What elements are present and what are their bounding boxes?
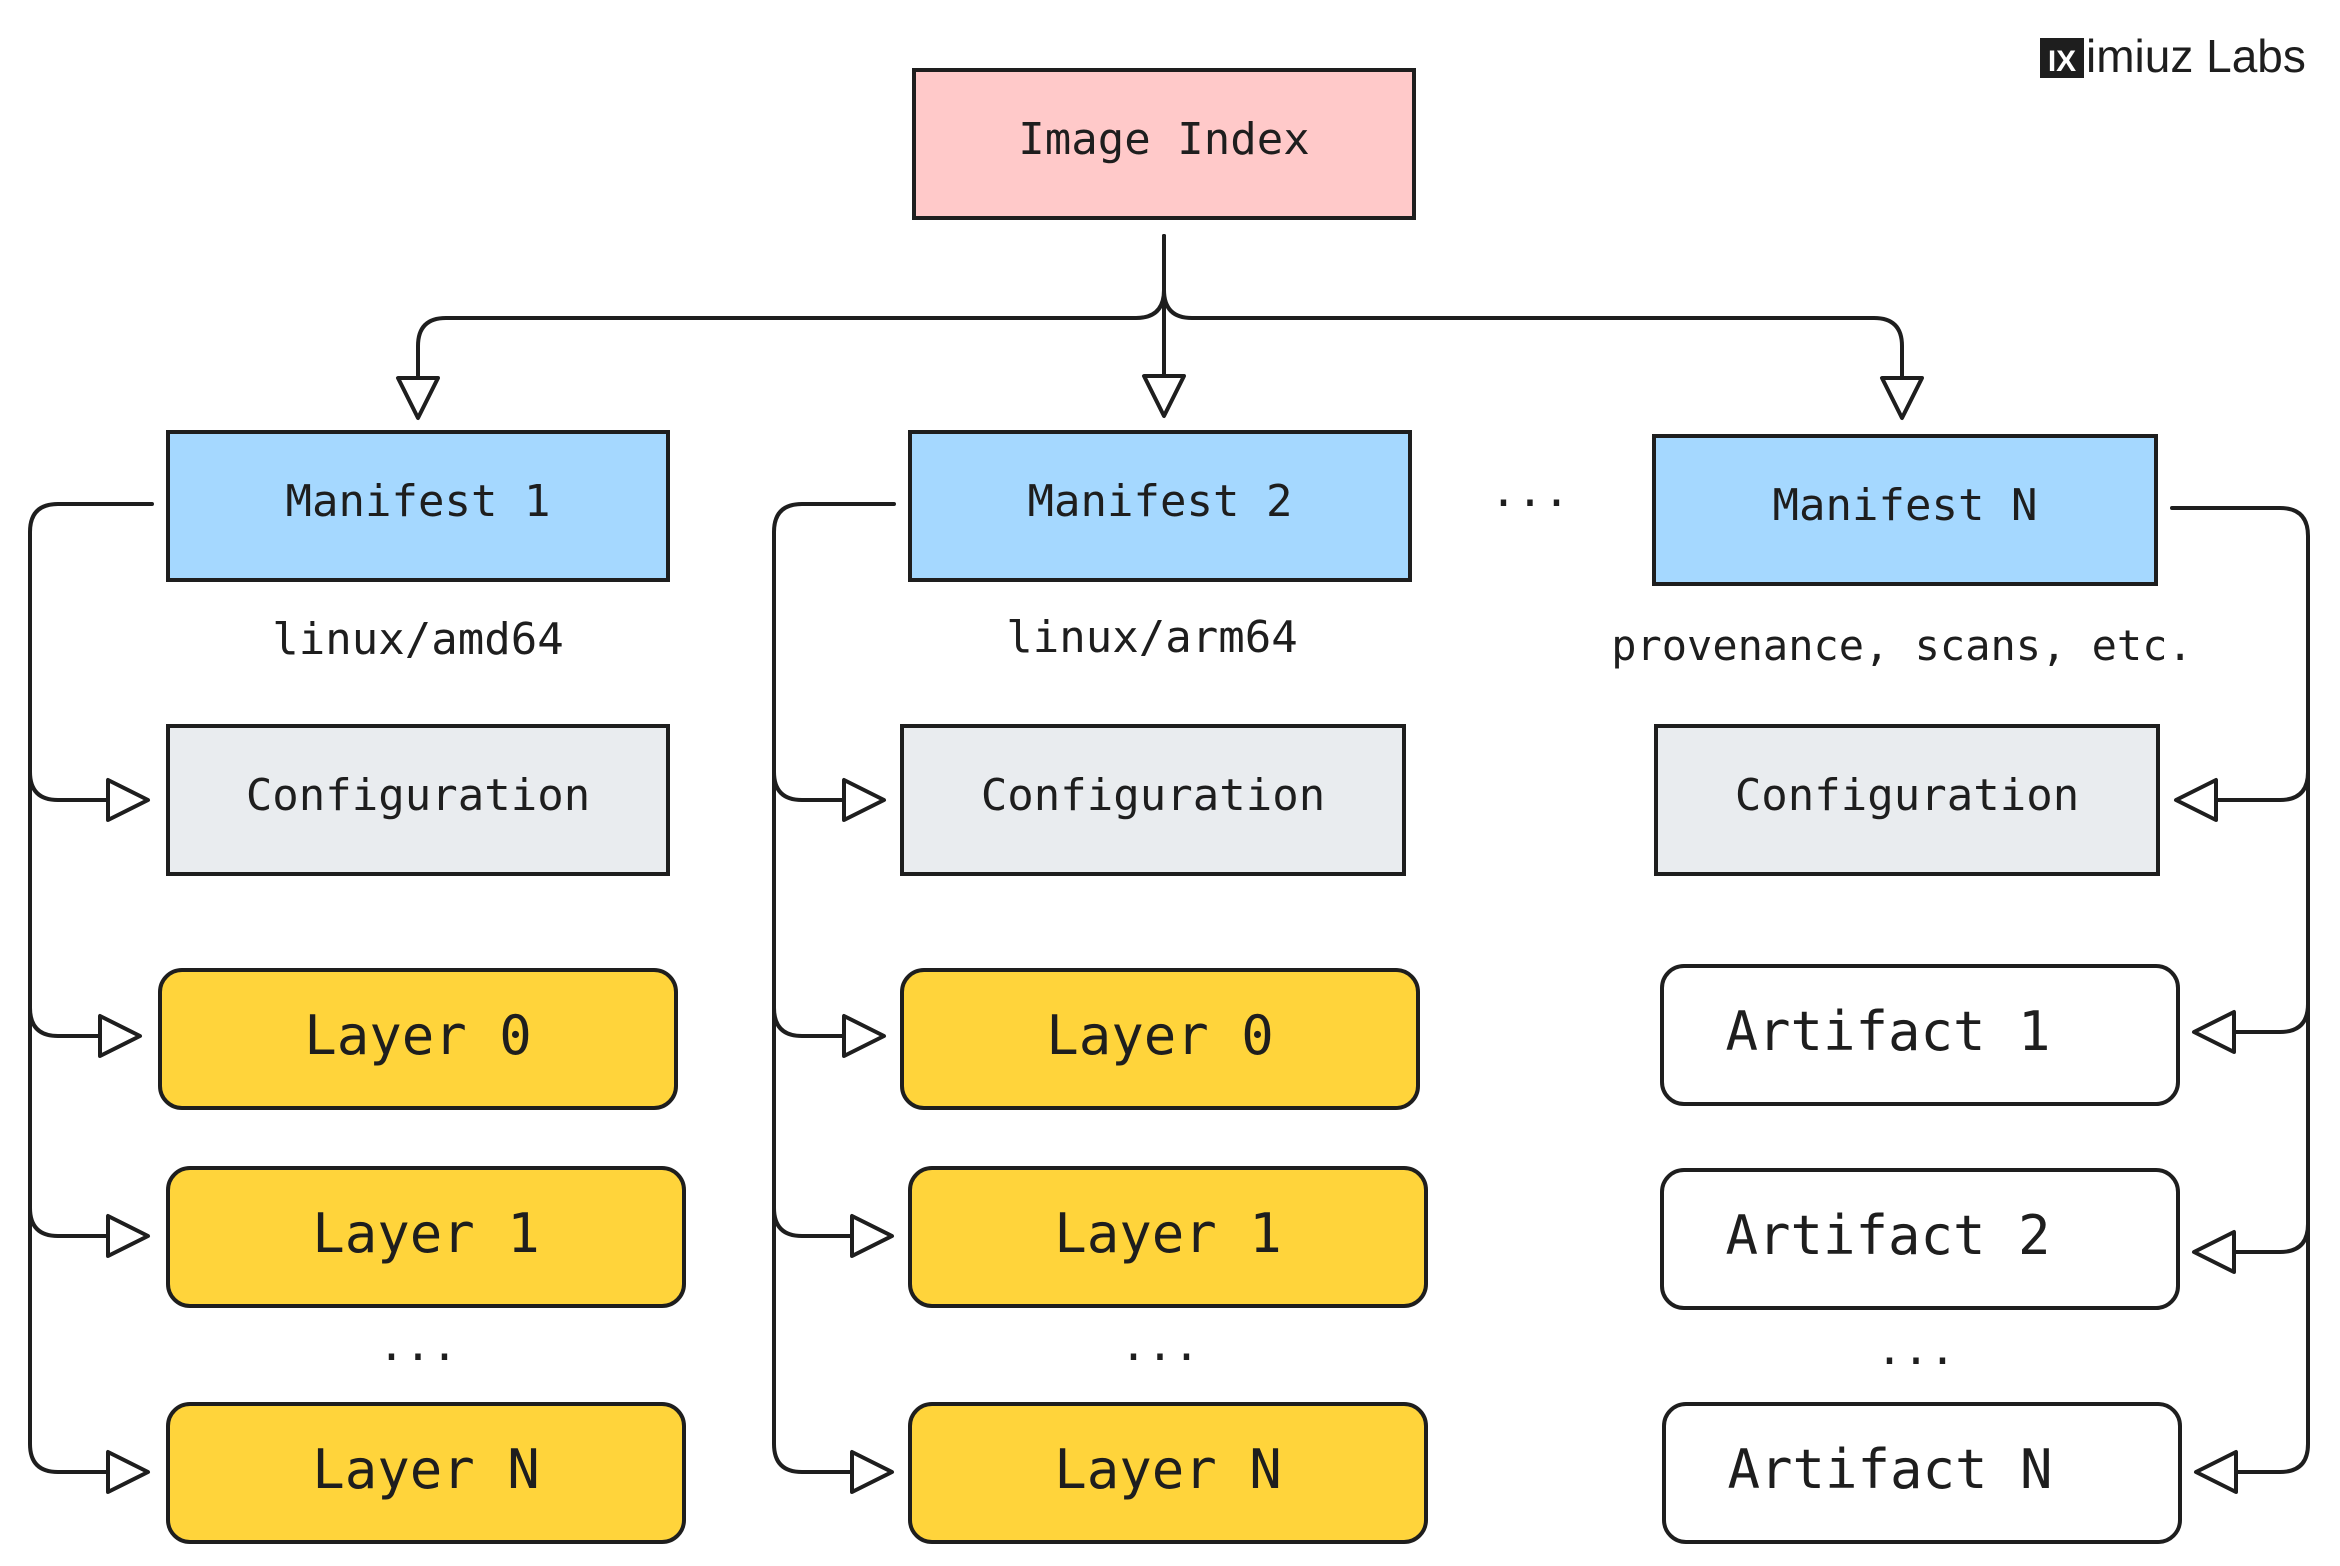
- artifact-box: [1660, 1168, 2180, 1310]
- item-arrowhead-icon: [2192, 1230, 2236, 1274]
- platform-label: linux/arm64: [1006, 612, 1297, 663]
- layer-label: Layer 0: [304, 1004, 532, 1067]
- artifact-label: Artifact N: [1727, 1438, 2052, 1501]
- item-arrowhead-icon: [106, 1214, 150, 1258]
- manifest-n-to-item-2-connector: [2230, 1222, 2310, 1254]
- artifact-box: [1662, 1402, 2182, 1544]
- manifest-2-branch-line: [772, 502, 896, 1474]
- configuration-arrowhead-icon: [842, 778, 886, 822]
- manifest-1-to-item-1-connector: [28, 1006, 102, 1038]
- layer-label: Layer 1: [312, 1202, 540, 1265]
- configuration-box: [900, 724, 1406, 876]
- image-index: Image Index: [912, 68, 1416, 220]
- layer-box: [166, 1402, 686, 1544]
- item-arrowhead-icon: [850, 1450, 894, 1494]
- image-index-box: [912, 68, 1416, 220]
- layer-box: [908, 1166, 1428, 1308]
- manifest-box: [908, 430, 1412, 582]
- manifest-label: Manifest 1: [286, 476, 551, 527]
- layer-box: [900, 968, 1420, 1110]
- index-to-manifest-1-connector: [416, 234, 1166, 390]
- manifest-box: [1652, 434, 2158, 586]
- configuration-label: Configuration: [1735, 770, 2079, 821]
- platform-label: linux/amd64: [272, 614, 563, 665]
- manifest-2-to-item-2-connector: [772, 1206, 854, 1238]
- layer-box: [158, 968, 678, 1110]
- item-arrowhead-icon: [850, 1214, 894, 1258]
- manifest-box: [166, 430, 670, 582]
- layer-box: [908, 1402, 1428, 1544]
- configuration-arrowhead-icon: [2174, 778, 2218, 822]
- manifest-label: Manifest 2: [1028, 476, 1293, 527]
- brand-logo-glyph-icon: IX: [2048, 45, 2076, 78]
- item-arrowhead-icon: [842, 1014, 886, 1058]
- manifest-n-branch-line: [2170, 506, 2310, 1474]
- configuration-arrowhead-icon: [106, 778, 150, 822]
- item-arrowhead-icon: [2194, 1450, 2238, 1494]
- manifest-2-arrowhead-icon: [1142, 374, 1186, 418]
- manifest-1-arrowhead-icon: [396, 376, 440, 420]
- manifest-gap-ellipsis: ...: [1490, 466, 1569, 517]
- manifest-2-to-item-1-connector: [772, 1006, 846, 1038]
- artifact-label: Artifact 1: [1725, 1000, 2050, 1063]
- artifact-box: [1660, 964, 2180, 1106]
- item-arrowhead-icon: [98, 1014, 142, 1058]
- manifest-1-branch-line: [28, 502, 154, 1474]
- index-to-manifest-n-connector: [1162, 234, 1904, 390]
- manifest-label: Manifest N: [1773, 480, 2038, 531]
- layer-box: [166, 1166, 686, 1308]
- image-index-label: Image Index: [1018, 114, 1309, 165]
- column-manifest-n: Manifest N provenance, scans, etc. Confi…: [1611, 434, 2310, 1544]
- layer-label: Layer 1: [1054, 1202, 1282, 1265]
- manifest-1-to-configuration-connector: [28, 770, 112, 802]
- column-manifest-2: Manifest 2 linux/arm64 Configuration Lay…: [772, 430, 1428, 1544]
- manifest-n-to-configuration-connector: [2212, 770, 2310, 802]
- manifest-1-to-item-2-connector: [28, 1206, 112, 1238]
- brand-name: imiuz Labs: [2086, 30, 2306, 82]
- brand-logo-mark: [2040, 38, 2084, 78]
- items-ellipsis: ...: [378, 1320, 457, 1371]
- items-ellipsis: ...: [1120, 1320, 1199, 1371]
- items-ellipsis: ...: [1876, 1324, 1955, 1375]
- item-arrowhead-icon: [2192, 1010, 2236, 1054]
- configuration-box: [1654, 724, 2160, 876]
- item-arrowhead-icon: [106, 1450, 150, 1494]
- manifest-2-to-configuration-connector: [772, 770, 846, 802]
- layer-label: Layer N: [1054, 1438, 1282, 1501]
- platform-label: provenance, scans, etc.: [1611, 621, 2193, 670]
- column-manifest-1: Manifest 1 linux/amd64 Configuration Lay…: [28, 430, 686, 1544]
- manifest-n-to-item-1-connector: [2230, 1002, 2310, 1034]
- layer-label: Layer N: [312, 1438, 540, 1501]
- configuration-label: Configuration: [981, 770, 1325, 821]
- configuration-label: Configuration: [246, 770, 590, 821]
- brand-logo: IX imiuz Labs: [2040, 30, 2306, 82]
- layer-label: Layer 0: [1046, 1004, 1274, 1067]
- configuration-box: [166, 724, 670, 876]
- manifest-n-arrowhead-icon: [1880, 376, 1924, 420]
- artifact-label: Artifact 2: [1725, 1204, 2050, 1267]
